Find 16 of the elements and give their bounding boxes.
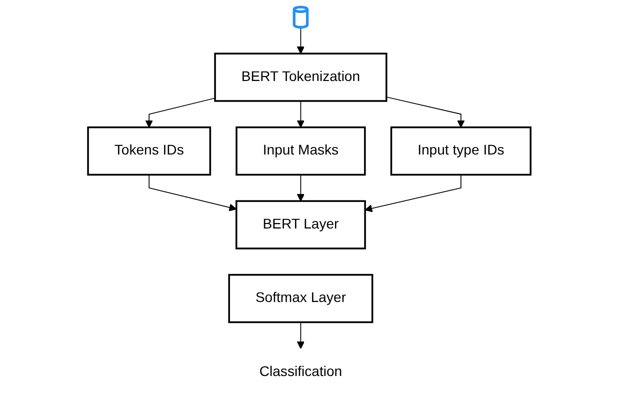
node-box: BERT Tokenization [214, 52, 388, 102]
arrow [297, 322, 305, 349]
node-box: Input type IDs [390, 126, 532, 176]
node-box: BERT Layer [236, 200, 366, 250]
arrow [297, 174, 305, 202]
arrow [297, 100, 305, 128]
node-box: Tokens IDs [87, 126, 212, 176]
node-box: Softmax Layer [228, 274, 374, 324]
arrow [148, 174, 237, 212]
arrow [297, 26, 305, 54]
node-cylinder [293, 6, 309, 29]
arrow [145, 98, 216, 128]
arrow [364, 174, 462, 212]
arrow [386, 96, 465, 128]
node-box: Input Masks [236, 126, 366, 176]
node-text: Classification [260, 364, 342, 380]
